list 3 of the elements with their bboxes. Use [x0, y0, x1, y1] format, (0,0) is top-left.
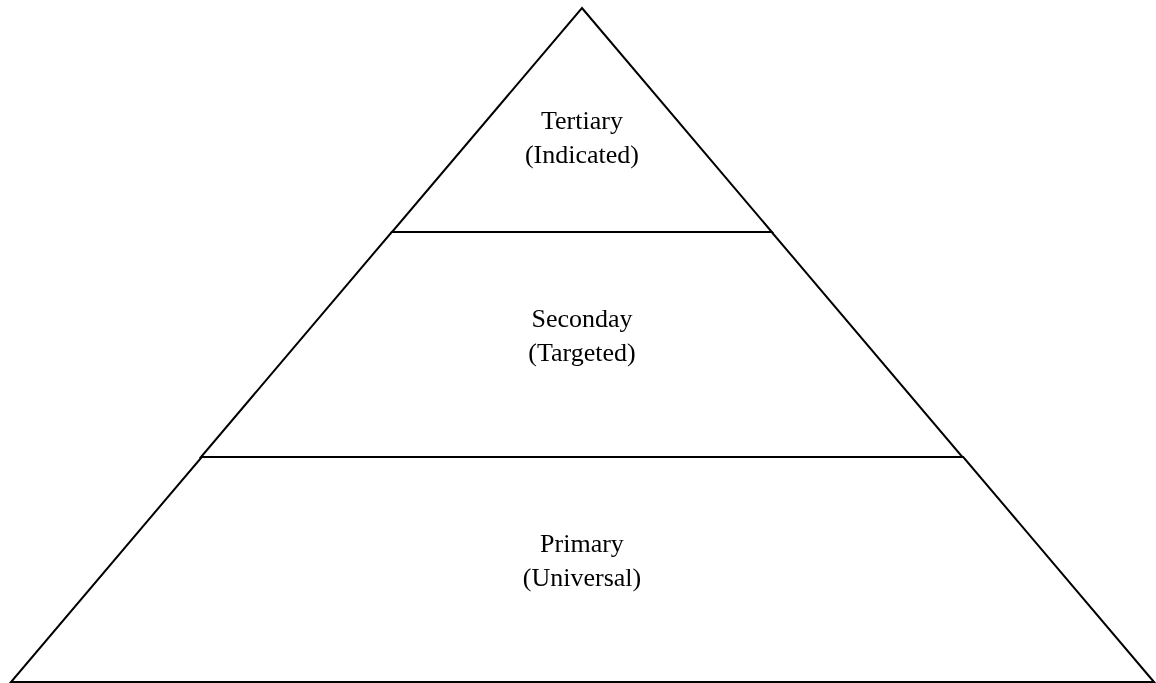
tier-label: Tertiary (Indicated) — [523, 105, 640, 171]
tier-label: Primary (Universal) — [521, 528, 643, 594]
tier-label: Seconday (Targeted) — [527, 303, 637, 369]
